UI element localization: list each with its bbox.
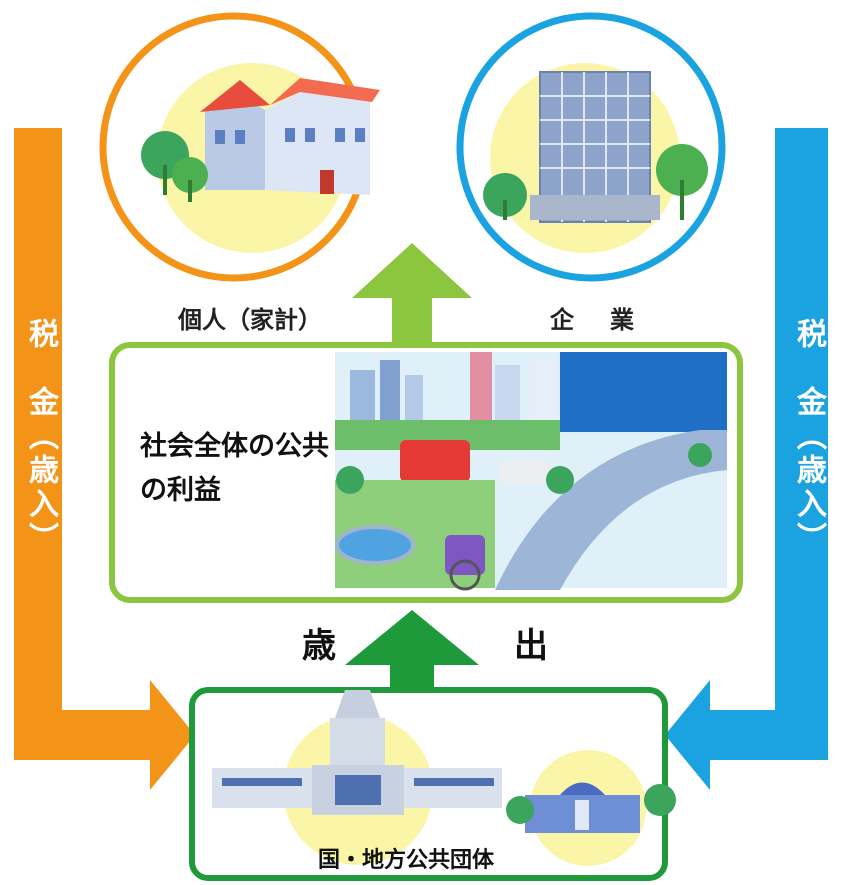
company-label: 企 業 — [550, 306, 640, 334]
government-label: 国・地方公共団体 — [318, 848, 495, 873]
public-benefit-label: 社会全体の公共の利益 — [140, 431, 329, 506]
tax-label-left: 税 金（歳入） — [23, 318, 58, 556]
expenditure-label-left: 歳 — [302, 626, 336, 666]
house-illustration — [141, 78, 380, 202]
office-building-illustration — [483, 71, 708, 223]
tax-flow-arrow-right — [665, 128, 828, 790]
diet-building-illustration — [212, 690, 502, 815]
city-scene-illustration — [335, 352, 727, 591]
tax-flow-arrow-left — [14, 128, 195, 790]
tax-label-right: 税 金（歳入） — [791, 318, 826, 556]
local-office-illustration — [506, 782, 676, 833]
expenditure-label-right: 出 — [514, 626, 548, 666]
expenditure-arrow-up — [345, 610, 479, 700]
benefit-arrow-up — [352, 243, 472, 358]
household-label: 個人（家計） — [178, 306, 322, 334]
